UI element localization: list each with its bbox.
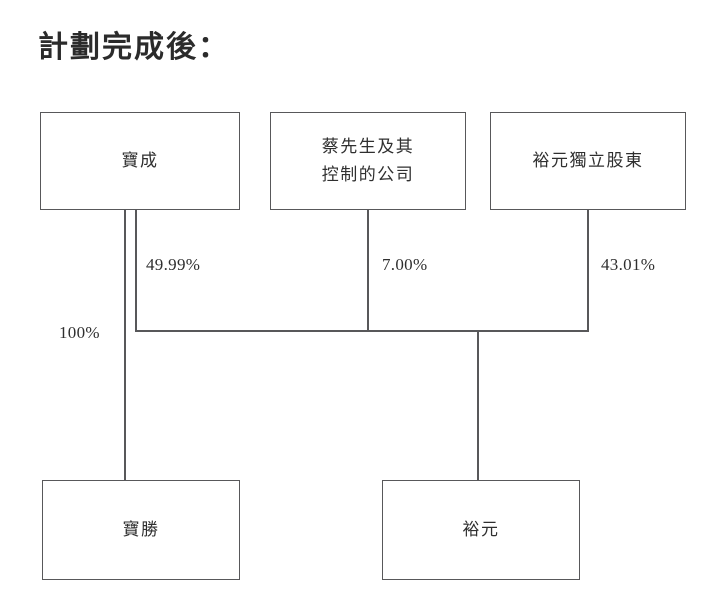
- node-box-yuyuan-public-shareholders[interactable]: 裕元獨立股東: [490, 112, 686, 210]
- node-box-baosheng[interactable]: 寶勝: [42, 480, 240, 580]
- node-label-mrcai: 蔡先生及其 控制的公司: [321, 137, 415, 184]
- connector-baocheng-to-baosheng: [124, 210, 126, 480]
- connector-mrcai-to-bus: [367, 210, 369, 331]
- connector-baocheng-to-bus: [135, 210, 137, 331]
- node-label-yuyuan-public-shareholders: 裕元獨立股東: [532, 151, 644, 171]
- connector-horizontal-bus: [135, 330, 589, 332]
- edge-label-7-00: 7.00%: [382, 255, 428, 274]
- edge-label-100: 100%: [59, 323, 100, 342]
- edge-label-43-01: 43.01%: [601, 255, 656, 274]
- node-box-baocheng[interactable]: 寶成: [40, 112, 240, 210]
- node-label-baosheng: 寶勝: [122, 520, 160, 540]
- node-box-yuyuan[interactable]: 裕元: [382, 480, 580, 580]
- edge-label-49-99: 49.99%: [146, 255, 201, 274]
- page-title: 計劃完成後：: [38, 31, 230, 64]
- node-label-baocheng: 寶成: [121, 151, 159, 171]
- connector-bus-to-yuyuan: [477, 330, 479, 480]
- node-box-mrcai[interactable]: 蔡先生及其 控制的公司: [270, 112, 466, 210]
- connector-yuyuanpublic-to-bus: [587, 210, 589, 331]
- node-label-yuyuan: 裕元: [462, 520, 500, 540]
